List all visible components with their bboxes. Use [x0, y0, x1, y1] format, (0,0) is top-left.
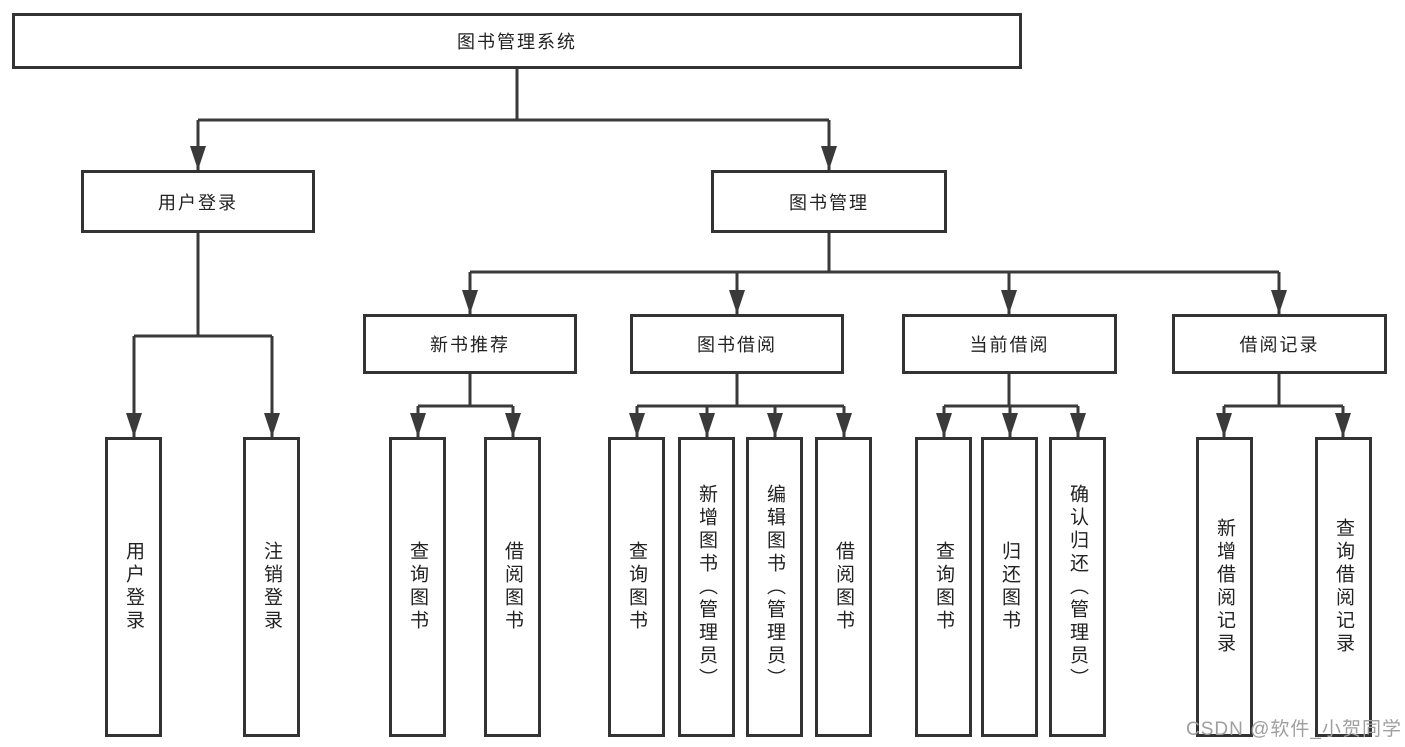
node-library-system: 图书管理系统	[12, 13, 1022, 69]
node-new-book-recommend: 新书推荐	[363, 314, 577, 374]
node-add-borrow-record: 新增借阅记录	[1196, 437, 1253, 737]
node-borrowing-records: 借阅记录	[1172, 314, 1387, 374]
node-query-books-current: 查询图书	[915, 437, 972, 737]
node-query-books-recommend: 查询图书	[389, 437, 446, 737]
node-borrow-books-recommend-label: 借阅图书	[502, 541, 523, 633]
node-query-books-current-label: 查询图书	[933, 541, 954, 633]
node-logout-action: 注销登录	[243, 437, 300, 737]
node-book-management: 图书管理	[711, 170, 947, 233]
node-query-borrow-record-label: 查询借阅记录	[1333, 518, 1354, 656]
node-add-book-admin-label: 新增图书（管理员）	[696, 483, 717, 691]
node-new-book-recommend-label: 新书推荐	[430, 335, 510, 355]
node-confirm-return-admin: 确认归还（管理员）	[1049, 437, 1106, 737]
node-borrow-books-action-label: 借阅图书	[833, 541, 854, 633]
node-return-book-label: 归还图书	[999, 541, 1020, 633]
node-borrowing-records-label: 借阅记录	[1239, 335, 1320, 355]
node-user-login-action: 用户登录	[105, 437, 162, 737]
node-library-system-label: 图书管理系统	[457, 32, 577, 52]
node-add-borrow-record-label: 新增借阅记录	[1214, 518, 1235, 656]
node-query-borrow-record: 查询借阅记录	[1315, 437, 1372, 737]
node-borrow-books-action: 借阅图书	[815, 437, 872, 737]
node-current-borrowing: 当前借阅	[902, 314, 1117, 374]
node-edit-book-admin: 编辑图书（管理员）	[746, 437, 803, 737]
node-confirm-return-admin-label: 确认归还（管理员）	[1067, 483, 1088, 691]
node-edit-book-admin-label: 编辑图书（管理员）	[764, 483, 785, 691]
node-user-login-action-label: 用户登录	[123, 541, 144, 633]
node-user-login-branch: 用户登录	[81, 170, 315, 233]
node-add-book-admin: 新增图书（管理员）	[678, 437, 735, 737]
node-current-borrowing-label: 当前借阅	[969, 335, 1050, 355]
node-logout-action-label: 注销登录	[261, 541, 282, 633]
node-book-management-label: 图书管理	[789, 192, 869, 213]
node-user-login-branch-label: 用户登录	[158, 192, 238, 213]
watermark: CSDN @软件_小贺同学	[1186, 719, 1402, 740]
node-book-borrowing: 图书借阅	[630, 314, 844, 374]
node-return-book: 归还图书	[981, 437, 1038, 737]
node-borrow-books-recommend: 借阅图书	[484, 437, 541, 737]
node-book-borrowing-label: 图书借阅	[697, 335, 777, 355]
node-query-books-borrowing: 查询图书	[608, 437, 665, 737]
node-query-books-recommend-label: 查询图书	[407, 541, 428, 633]
node-query-books-borrowing-label: 查询图书	[626, 541, 647, 633]
